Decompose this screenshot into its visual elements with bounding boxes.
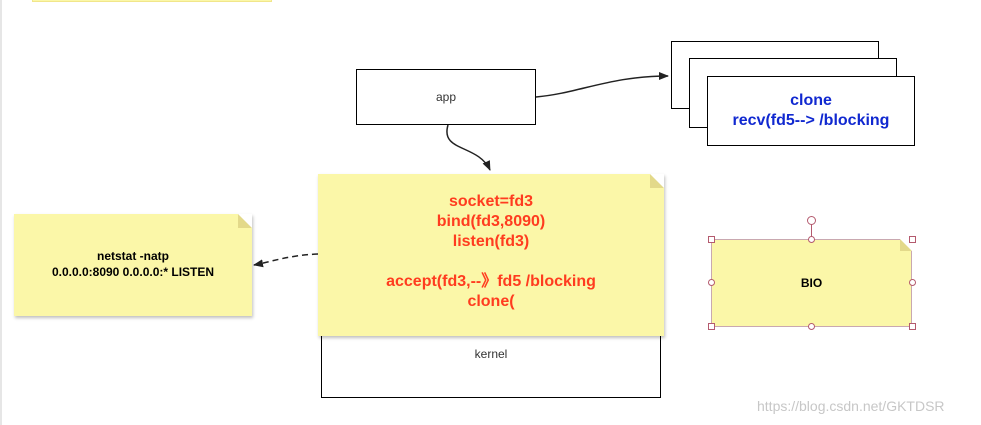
partial-sticky-note-top[interactable] bbox=[32, 0, 272, 2]
resize-handle-right[interactable] bbox=[909, 279, 916, 286]
note-line-blank bbox=[318, 252, 664, 272]
thread-line-clone: clone bbox=[790, 92, 832, 109]
bio-label: BIO bbox=[800, 276, 823, 290]
resize-handle-top-right[interactable] bbox=[909, 236, 916, 243]
sticky-fold-corner bbox=[238, 214, 252, 228]
note-line-listen: listen(fd3) bbox=[452, 233, 530, 250]
resize-handle-top[interactable] bbox=[808, 236, 815, 243]
note-line-bind: bind(fd3,8090) bbox=[436, 213, 546, 230]
resize-handle-bottom-left[interactable] bbox=[708, 323, 715, 330]
note-line-socket: socket=fd3 bbox=[448, 193, 534, 210]
resize-handle-bottom-right[interactable] bbox=[909, 323, 916, 330]
thread-line-recv: recv(fd5--> /blocking bbox=[732, 112, 890, 129]
sticky-fold-corner bbox=[650, 174, 664, 188]
app-to-kernel-connector[interactable] bbox=[446, 124, 491, 171]
resize-handle-left[interactable] bbox=[708, 279, 715, 286]
app-to-thread-connector[interactable] bbox=[535, 72, 669, 98]
thread-card-front[interactable]: clone recv(fd5--> /blocking bbox=[707, 76, 915, 146]
kernel-sticky-note[interactable]: socket=fd3 bind(fd3,8090) listen(fd3) ac… bbox=[318, 174, 664, 336]
note-line-accept: accept(fd3,--》fd5 /blocking bbox=[386, 273, 596, 290]
rotate-handle[interactable] bbox=[807, 216, 816, 225]
watermark: https://blog.csdn.net/GKTDSR bbox=[757, 398, 945, 414]
kernel-label: kernel bbox=[474, 347, 508, 361]
netstat-command: netstat -natp bbox=[97, 249, 169, 263]
note-line-clone: clone( bbox=[467, 293, 515, 310]
netstat-sticky-note[interactable]: netstat -natp 0.0.0.0:8090 0.0.0.0:* LIS… bbox=[14, 214, 252, 316]
kernel-to-netstat-connector[interactable] bbox=[253, 253, 319, 268]
app-label: app bbox=[435, 90, 457, 104]
rotate-handle-stem bbox=[811, 224, 812, 240]
app-box[interactable]: app bbox=[356, 69, 536, 125]
canvas-left-edge bbox=[0, 0, 2, 425]
bio-sticky-note-selected[interactable]: BIO bbox=[711, 239, 912, 327]
resize-handle-bottom[interactable] bbox=[808, 323, 815, 330]
netstat-note-text: netstat -natp 0.0.0.0:8090 0.0.0.0:* LIS… bbox=[14, 248, 252, 280]
kernel-note-text: socket=fd3 bind(fd3,8090) listen(fd3) ac… bbox=[318, 192, 664, 312]
netstat-listen-row: 0.0.0.0:8090 0.0.0.0:* LISTEN bbox=[51, 265, 215, 279]
resize-handle-top-left[interactable] bbox=[708, 236, 715, 243]
